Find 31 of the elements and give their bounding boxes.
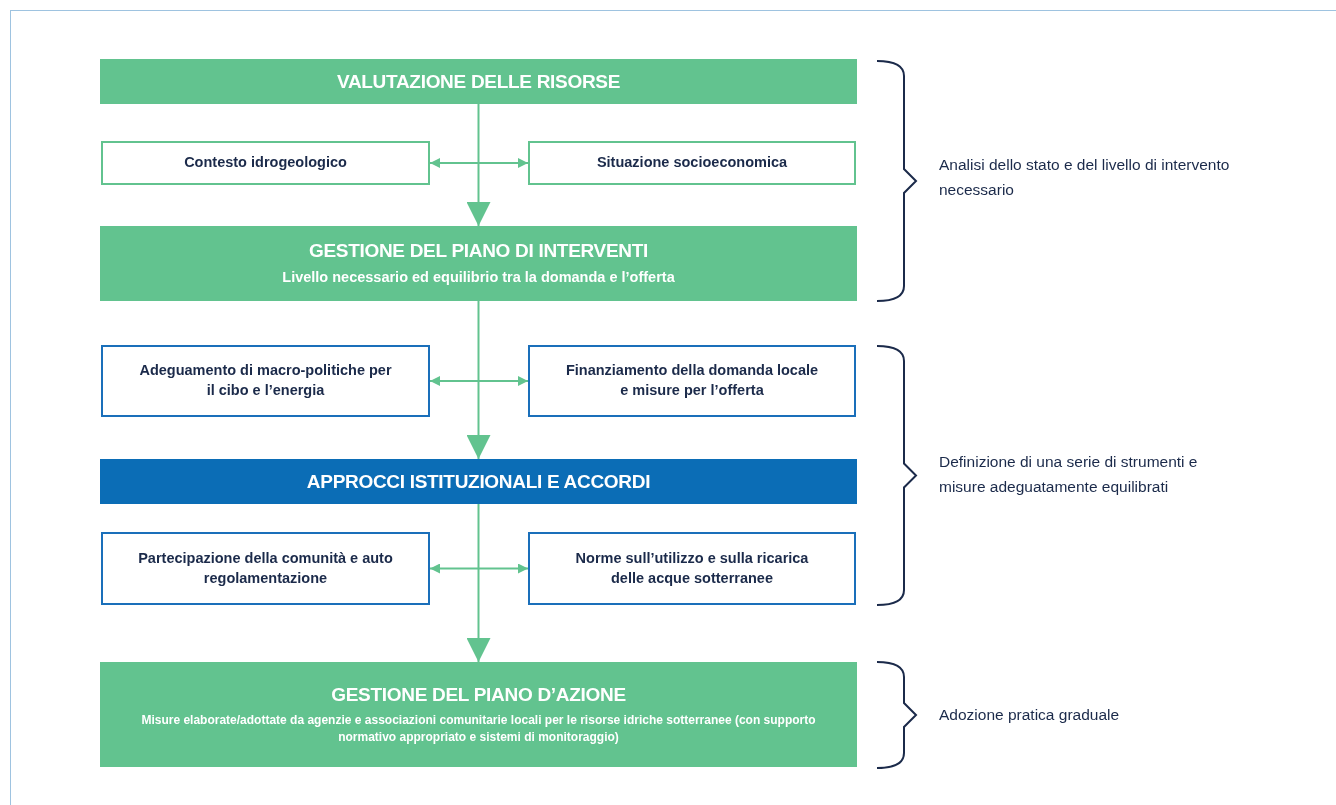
double-arrow <box>429 158 529 168</box>
annotation-text: Definizione di una serie di strumenti e misure adeguatamente equilibrati <box>939 452 1199 497</box>
info-box <box>101 345 430 417</box>
info-box <box>528 141 856 185</box>
arrow <box>466 300 491 460</box>
process-box <box>100 459 857 504</box>
box-subtitle: Livello necessario ed equilibrio tra la domanda e l’offerta <box>281 267 676 287</box>
box-text: Norme sull’utilizzo e sulla ricarica delle acque sotterranee <box>574 548 810 588</box>
info-box <box>528 532 856 605</box>
box-heading: GESTIONE DEL PIANO D’AZIONE <box>331 684 626 707</box>
info-box <box>101 532 430 605</box>
box-heading: GESTIONE DEL PIANO DI INTERVENTI <box>308 239 649 262</box>
info-box <box>101 141 430 185</box>
annotation-text: Analisi dello stato e del livello di intervento necessario <box>939 155 1231 200</box>
arrow <box>466 503 491 663</box>
process-box <box>100 226 857 301</box>
process-box <box>100 662 857 767</box>
box-text: Partecipazione della comunità e auto regolamentazione <box>137 548 394 588</box>
box-text: Contesto idrogeologico <box>183 153 348 173</box>
box-text: Finanziamento della domanda locale e misure per l’offerta <box>564 361 820 400</box>
double-arrow <box>429 376 529 386</box>
box-heading: APPROCCI ISTITUZIONALI E ACCORDI <box>306 470 651 493</box>
box-heading: VALUTAZIONE DELLE RISORSE <box>336 70 621 93</box>
double-arrow <box>429 563 529 574</box>
info-box <box>528 345 856 417</box>
arrow <box>466 103 491 227</box>
process-box <box>100 59 857 104</box>
box-text: Adeguamento di macro-politiche per il cibo e l’energia <box>138 361 393 400</box>
box-subtitle: Misure elaborate/adottate da agenzie e associazioni comunitarie locali per le risorse idriche sotterranee (con supporto normativo appropriato e sistemi di monitoraggio) <box>140 712 817 745</box>
annotation-text: Adozione pratica graduale <box>939 705 1121 725</box>
box-text: Situazione socioeconomica <box>595 153 789 173</box>
